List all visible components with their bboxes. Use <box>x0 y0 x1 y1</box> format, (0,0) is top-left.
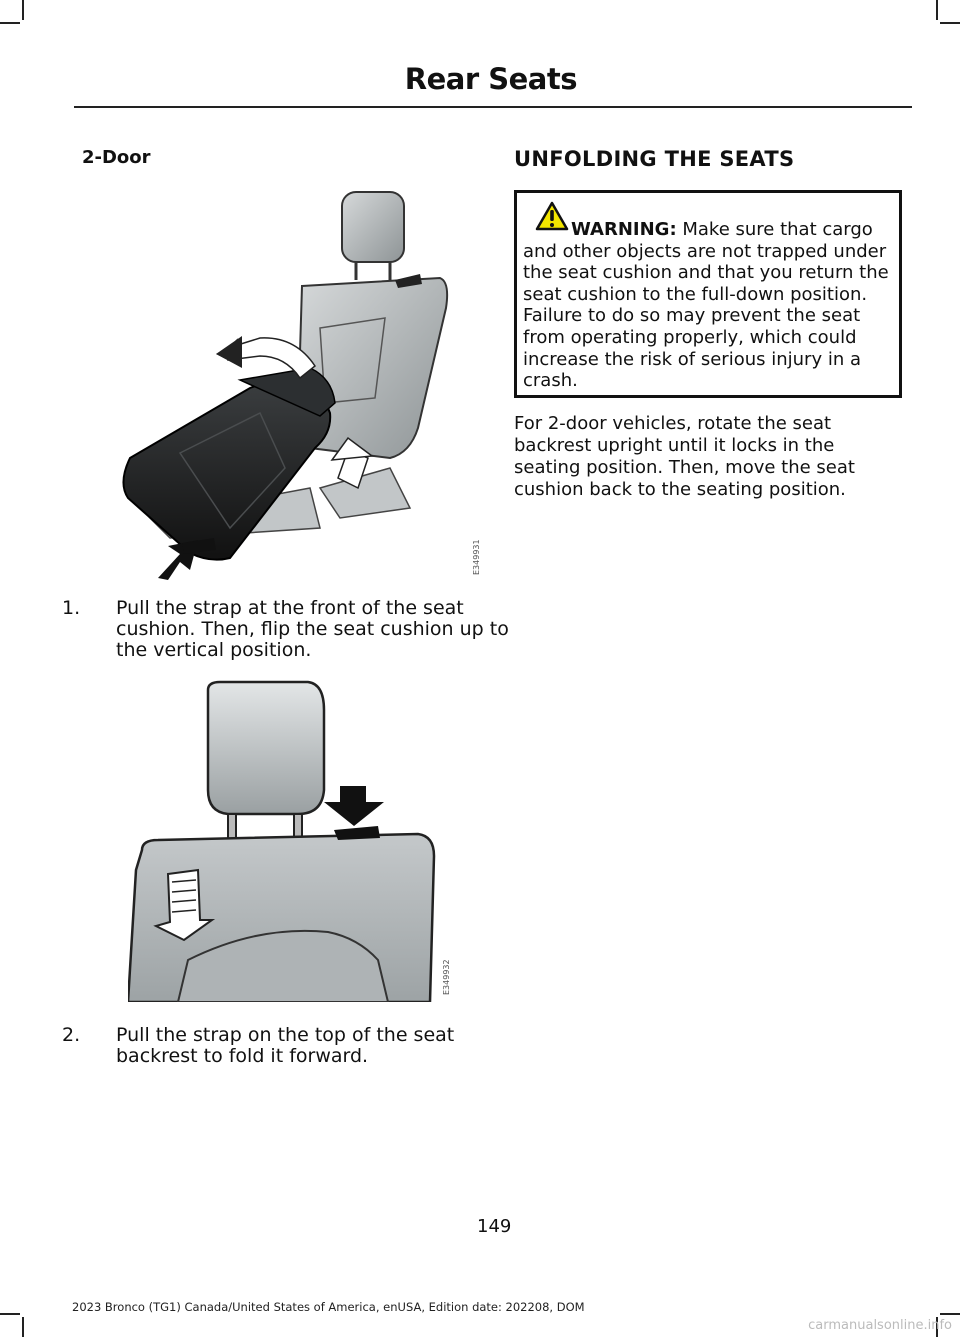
step-number: 2. <box>62 1024 81 1046</box>
body-paragraph: For 2-door vehicles, rotate the seat bac… <box>514 413 855 500</box>
crop-mark <box>940 1313 960 1315</box>
step-text: Pull the strap at the front of the seat … <box>116 597 509 661</box>
section-title: 2-Door <box>82 147 151 168</box>
step-text: Pull the strap on the top of the seat ba… <box>116 1024 455 1067</box>
crop-mark <box>940 22 960 24</box>
crop-mark <box>0 1313 20 1315</box>
warning-text: Make sure that cargo and other objects a… <box>523 219 889 392</box>
watermark: carmanualsonline.info <box>808 1318 952 1333</box>
crop-mark <box>936 1317 938 1337</box>
step-number: 1. <box>62 597 81 619</box>
backrest-strap-illustration <box>126 670 440 1004</box>
warning-box: WARNING: Make sure that cargo and other … <box>514 190 902 398</box>
crop-mark <box>936 0 938 20</box>
page-number: 149 <box>477 1216 512 1237</box>
warning-triangle-icon <box>535 201 569 237</box>
seat-cushion-flip-illustration <box>110 188 470 580</box>
edition-footer: 2023 Bronco (TG1) Canada/United States o… <box>72 1300 585 1314</box>
crop-mark <box>22 1317 24 1337</box>
figure-id: E349932 <box>442 959 451 995</box>
figure-id: E349931 <box>472 539 481 575</box>
crop-mark <box>22 0 24 20</box>
crop-mark <box>0 22 20 24</box>
header-divider <box>74 106 912 108</box>
section-heading: UNFOLDING THE SEATS <box>514 147 795 171</box>
warning-label: WARNING: <box>571 219 677 240</box>
page-title: Rear Seats <box>404 62 578 96</box>
